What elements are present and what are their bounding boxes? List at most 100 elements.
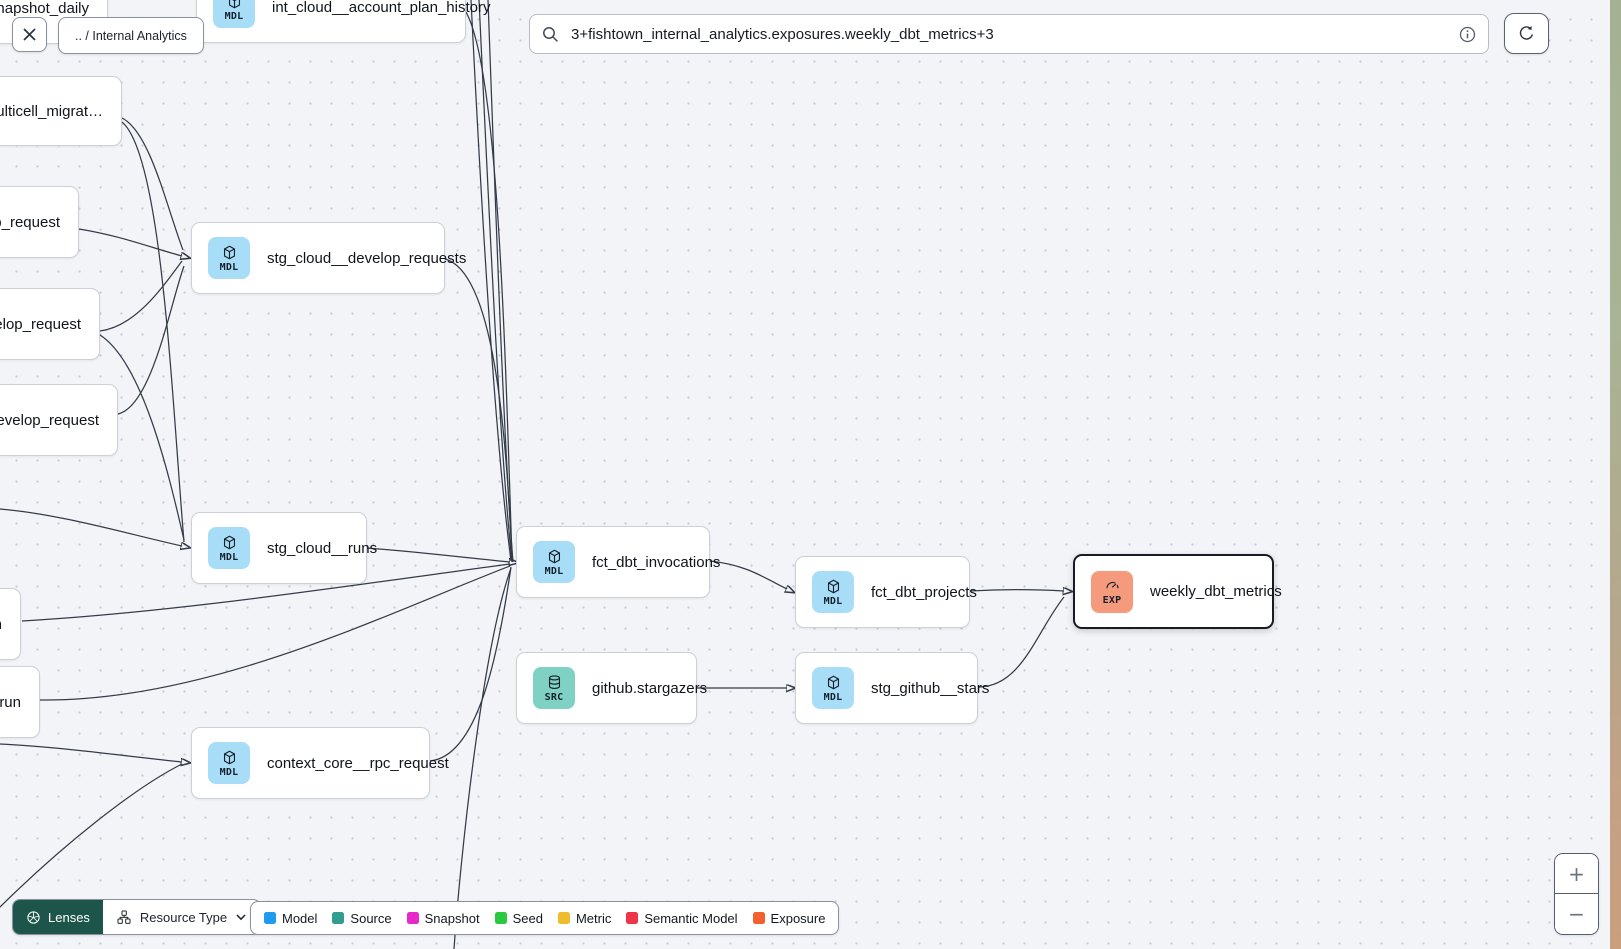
lineage-edge [429, 566, 512, 762]
model-badge: MDL [812, 667, 854, 709]
lineage-edge [39, 565, 511, 701]
lineage-edge [453, 567, 512, 949]
cube-icon [223, 535, 235, 549]
semantic_model-swatch [626, 912, 639, 924]
lineage-node-fct_dbt_invocations[interactable]: MDL fct_dbt_invocations [516, 526, 720, 598]
node-label: stg_cloud__runs [267, 539, 378, 557]
badge-code: MDL [823, 595, 843, 607]
node-label: int_cloud__account_plan_history [272, 0, 491, 16]
lineage-node-run_partial[interactable]: run [0, 666, 40, 738]
search-bar [529, 14, 1489, 54]
legend-label: Source [350, 910, 392, 926]
desktop-edge [1610, 0, 1621, 949]
lineage-edge [121, 117, 184, 251]
lineage-edge [0, 508, 182, 546]
cube-icon [228, 0, 240, 8]
lineage-node-stg_cloud__develop_requests[interactable]: MDL stg_cloud__develop_requests [191, 222, 466, 294]
lineage-edge [465, 11, 513, 561]
node-label: weekly_dbt_metrics [1150, 583, 1282, 600]
node-label: multicell_migrat… [0, 102, 103, 120]
cube-icon [223, 750, 235, 764]
legend-label: Seed [512, 910, 543, 926]
cube-icon [827, 675, 839, 689]
gauge-icon [1105, 581, 1119, 589]
zoom-out-button[interactable]: − [1555, 894, 1598, 934]
lineage-edge [0, 743, 182, 762]
node-label: fct_dbt_invocations [592, 553, 721, 571]
badge-code: EXP [1102, 595, 1122, 606]
node-label: stg_github__stars [871, 679, 990, 697]
lineage-node-int_cloud__account_plan_history[interactable]: MDL int_cloud__account_plan_history [196, 0, 491, 43]
node-label: velop_request [0, 315, 81, 333]
lineage-node-velop_request[interactable]: velop_request [0, 288, 100, 360]
node-label: n [0, 616, 2, 633]
search-icon [543, 26, 558, 42]
lineage-node-github.stargazers[interactable]: SRC github.stargazers [516, 652, 707, 724]
lineage-edge [487, 0, 514, 563]
source-badge: SRC [533, 667, 575, 709]
refresh-button[interactable] [1504, 13, 1549, 54]
refresh-icon [1519, 26, 1534, 40]
lineage-edge [366, 547, 510, 562]
zoom-in-button[interactable]: + [1555, 854, 1598, 894]
model-badge: MDL [208, 237, 250, 279]
lineage-edge [121, 121, 185, 543]
resource-type-dropdown[interactable]: Resource Type [102, 900, 261, 934]
model-badge: MDL [533, 541, 575, 583]
lenses-label: Lenses [48, 909, 90, 925]
lineage-node-stg_cloud__runs[interactable]: MDL stg_cloud__runs [191, 512, 377, 584]
lenses-button[interactable]: Lenses [13, 900, 103, 934]
lineage-node-op_request[interactable]: op_request [0, 186, 79, 258]
legend-item-seed: Seed [494, 910, 543, 926]
lineage-edge [478, 0, 513, 563]
model-badge: MDL [812, 571, 854, 613]
lineage-edge [969, 590, 1064, 592]
badge-code: MDL [219, 551, 239, 563]
exposure-swatch [752, 912, 765, 924]
lineage-node-n_partial[interactable]: n [0, 588, 21, 660]
legend-label: Snapshot [424, 910, 480, 926]
node-label: stg_cloud__develop_requests [267, 249, 467, 267]
legend-item-snapshot: Snapshot [406, 910, 480, 926]
cube-icon [827, 579, 839, 593]
metric-swatch [557, 912, 570, 924]
source-swatch [332, 912, 345, 924]
lineage-node-weekly_dbt_metrics[interactable]: EXP weekly_dbt_metrics [1073, 554, 1282, 629]
legend: Model Source Snapshot Seed Metric Semantic Mo… [250, 901, 840, 935]
node-label: run [0, 693, 21, 711]
snapshot-swatch [406, 912, 419, 924]
legend-label: Metric [575, 910, 612, 926]
node-label: github.stargazers [592, 679, 708, 697]
close-button[interactable] [12, 17, 47, 52]
legend-label: Exposure [770, 910, 826, 926]
lineage-node-stg_github__stars[interactable]: MDL stg_github__stars [795, 652, 989, 724]
zoom-controls: + − [1554, 853, 1599, 935]
lineage-node-develop_request[interactable]: develop_request [0, 384, 118, 456]
node-label: develop_request [0, 411, 99, 429]
lineage-edge [470, 0, 512, 562]
lineage-edge [117, 265, 185, 415]
lineage-edge [709, 560, 787, 589]
badge-code: MDL [219, 766, 239, 778]
database-icon [548, 674, 560, 689]
search-input[interactable] [569, 24, 1449, 44]
legend-item-model: Model [264, 911, 317, 926]
seed-swatch [494, 912, 507, 924]
lineage-edge [977, 596, 1065, 688]
badge-code: MDL [823, 691, 843, 703]
legend-label: Model [282, 910, 318, 926]
breadcrumb[interactable]: .. / Internal Analytics [58, 17, 204, 54]
node-label: op_request [0, 213, 60, 231]
model-badge: MDL [213, 0, 255, 28]
badge-code: MDL [224, 10, 244, 22]
node-label: snapshot_daily [0, 0, 89, 17]
lineage-node-multicell_migrat[interactable]: multicell_migrat… [0, 76, 122, 146]
badge-code: MDL [219, 261, 239, 273]
legend-label: Semantic Model [644, 910, 738, 926]
info-icon[interactable] [1459, 26, 1476, 43]
badge-code: SRC [544, 691, 564, 703]
